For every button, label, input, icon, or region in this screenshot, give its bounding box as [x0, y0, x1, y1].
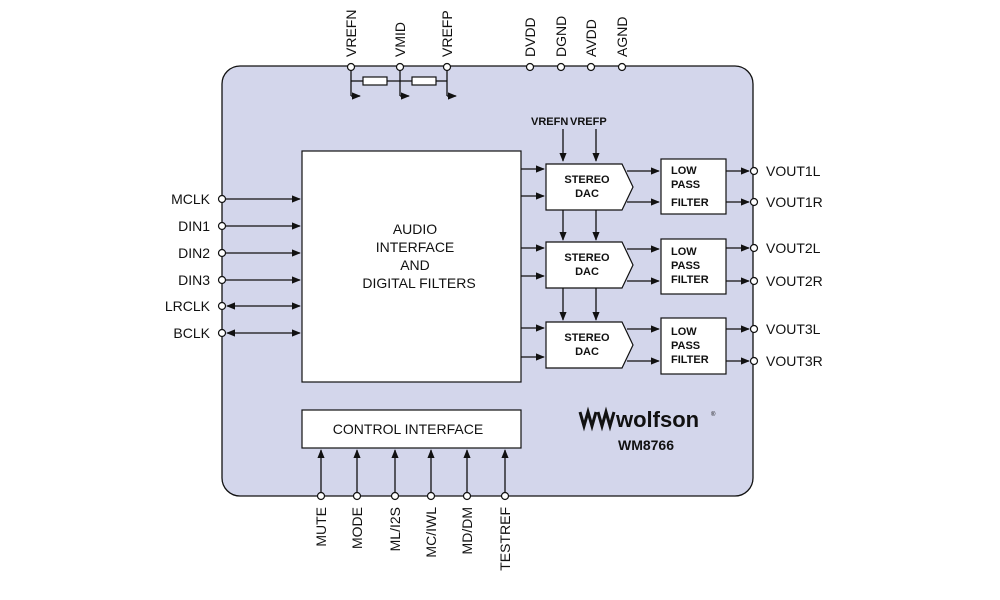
wolfson-logo-text: wolfson [615, 407, 699, 432]
filter-3-line-2: PASS [671, 340, 700, 352]
pin-lrclk[interactable] [217, 301, 227, 311]
right-pins: VOUT1L VOUT1R VOUT2L VOUT2R VOUT3L VOUT3… [726, 163, 823, 369]
pin-label-avdd: AVDD [583, 19, 599, 57]
wolfson-logo-mark [578, 406, 616, 432]
resistor-2 [411, 76, 437, 86]
pin-vout3r[interactable] [749, 356, 759, 366]
audio-block-line-4: DIGITAL FILTERS [362, 275, 475, 291]
low-pass-filter-2 [660, 238, 727, 295]
audio-block-line-2: INTERFACE [376, 239, 455, 255]
svg-text:®: ® [711, 411, 716, 418]
pin-vout1l[interactable] [749, 166, 759, 176]
pin-label-lrclk: LRCLK [165, 298, 211, 314]
pin-label-agnd: AGND [614, 17, 630, 57]
pin-label-vrefp: VREFP [439, 10, 455, 57]
filter-3-line-1: LOW [671, 326, 697, 338]
pin-din3[interactable] [217, 275, 227, 285]
audio-interface-block [301, 150, 522, 383]
filter-2-line-3: FILTER [671, 274, 709, 286]
pin-vout2r[interactable] [749, 276, 759, 286]
dac-to-filter-connections [627, 167, 660, 365]
pin-label-mode: MODE [349, 507, 365, 549]
pin-label-dvdd: DVDD [522, 17, 538, 57]
dac-3-line-1: STEREO [564, 332, 610, 344]
filter-3-line-3: FILTER [671, 354, 709, 366]
dac-2-line-2: DAC [575, 266, 599, 278]
dac-3-line-2: DAC [575, 346, 599, 358]
part-number: WM8766 [618, 437, 674, 453]
audio-block-line-1: AUDIO [393, 221, 437, 237]
pin-label-vout1r: VOUT1R [766, 194, 823, 210]
pin-label-din3: DIN3 [178, 272, 210, 288]
pin-label-mute: MUTE [313, 507, 329, 547]
pin-din2[interactable] [217, 248, 227, 258]
vmid-divider [350, 70, 457, 100]
stereo-dac-3 [545, 321, 634, 369]
dac-vrefp-label: VREFP [570, 116, 607, 128]
pin-vrefp[interactable] [442, 62, 452, 72]
pin-label-vout2l: VOUT2L [766, 240, 821, 256]
filter-2-line-2: PASS [671, 260, 700, 272]
pin-label-mclk: MCLK [171, 191, 211, 207]
pin-label-din1: DIN1 [178, 218, 210, 234]
filter-2-line-1: LOW [671, 246, 697, 258]
pin-testref[interactable] [500, 491, 510, 501]
pin-vmid[interactable] [395, 62, 405, 72]
low-pass-filter-1 [660, 158, 727, 215]
pin-dvdd[interactable] [525, 62, 535, 72]
wolfson-logo: wolfson ® [578, 406, 716, 432]
bottom-pins: MUTE MODE ML/I2S MC/IWL MD/DM TESTREF [313, 449, 513, 571]
pin-md-dm[interactable] [462, 491, 472, 501]
filter-1-line-1: LOW [671, 165, 697, 177]
dac-1-line-2: DAC [575, 188, 599, 200]
pin-label-vout3l: VOUT3L [766, 321, 821, 337]
audio-block-line-3: AND [400, 257, 430, 273]
pin-label-vout2r: VOUT2R [766, 273, 823, 289]
filter-1-line-2: PASS [671, 179, 700, 191]
pin-mclk[interactable] [217, 194, 227, 204]
dac-vrefn-label: VREFN [531, 116, 568, 128]
pin-label-vout3r: VOUT3R [766, 353, 823, 369]
resistor-1 [362, 76, 388, 86]
pin-label-din2: DIN2 [178, 245, 210, 261]
pin-label-mc-iwl: MC/IWL [423, 507, 439, 558]
pin-label-md-dm: MD/DM [459, 507, 475, 554]
pin-din1[interactable] [217, 221, 227, 231]
control-interface-label: CONTROL INTERFACE [333, 421, 483, 437]
pin-label-vout1l: VOUT1L [766, 163, 821, 179]
dac-1-line-1: STEREO [564, 174, 610, 186]
pin-avdd[interactable] [586, 62, 596, 72]
pin-label-bclk: BCLK [173, 325, 210, 341]
left-pins: MCLK DIN1 DIN2 DIN3 LRCLK BCLK [165, 191, 301, 341]
stereo-dac-1 [545, 163, 634, 211]
pin-ml-i2s[interactable] [390, 491, 400, 501]
pin-bclk[interactable] [217, 328, 227, 338]
pin-vout1r[interactable] [749, 197, 759, 207]
top-pins: VREFN VMID VREFP DVDD DGND AVDD AGND [343, 10, 630, 72]
stereo-dac-2 [545, 241, 634, 289]
pin-label-testref: TESTREF [497, 507, 513, 571]
pin-vout2l[interactable] [749, 243, 759, 253]
audio-to-dac-connections [521, 165, 545, 361]
pin-label-vmid: VMID [392, 22, 408, 57]
pin-mute[interactable] [316, 491, 326, 501]
pin-vout3l[interactable] [749, 324, 759, 334]
control-interface-block [301, 409, 522, 449]
pin-agnd[interactable] [617, 62, 627, 72]
pin-label-dgnd: DGND [553, 16, 569, 57]
pin-label-vrefn: VREFN [343, 10, 359, 57]
pin-mc-iwl[interactable] [426, 491, 436, 501]
dac-2-line-1: STEREO [564, 252, 610, 264]
pin-dgnd[interactable] [556, 62, 566, 72]
pin-vrefn[interactable] [346, 62, 356, 72]
pin-mode[interactable] [352, 491, 362, 501]
filter-1-line-3: FILTER [671, 197, 709, 209]
low-pass-filter-3 [660, 317, 727, 375]
pin-label-ml-i2s: ML/I2S [387, 507, 403, 551]
